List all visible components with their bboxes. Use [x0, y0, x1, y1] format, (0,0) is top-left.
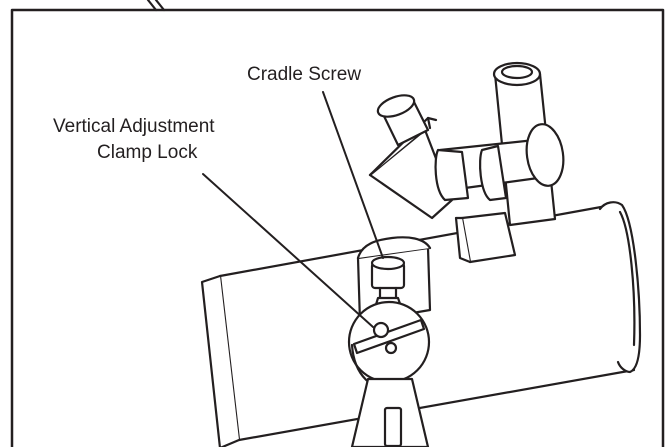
figure-frame	[10, 8, 665, 447]
eyepiece	[376, 94, 430, 147]
telescope-tube	[200, 201, 642, 447]
cradle-screw-knob	[370, 255, 406, 302]
finder-bracket	[454, 211, 517, 264]
clamp-lock-leader	[202, 173, 374, 328]
label-vertical-adjustment-line2: Clamp Lock	[97, 142, 198, 163]
cradle-screw-leader	[322, 91, 384, 259]
label-vertical-adjustment-line1: Vertical Adjustment	[53, 116, 215, 137]
label-cradle-screw: Cradle Screw	[247, 64, 361, 85]
top-edge-line	[146, 0, 166, 12]
clamp-lock-lever	[352, 318, 426, 355]
finder-scope	[434, 123, 565, 202]
tripod-head	[350, 377, 430, 447]
